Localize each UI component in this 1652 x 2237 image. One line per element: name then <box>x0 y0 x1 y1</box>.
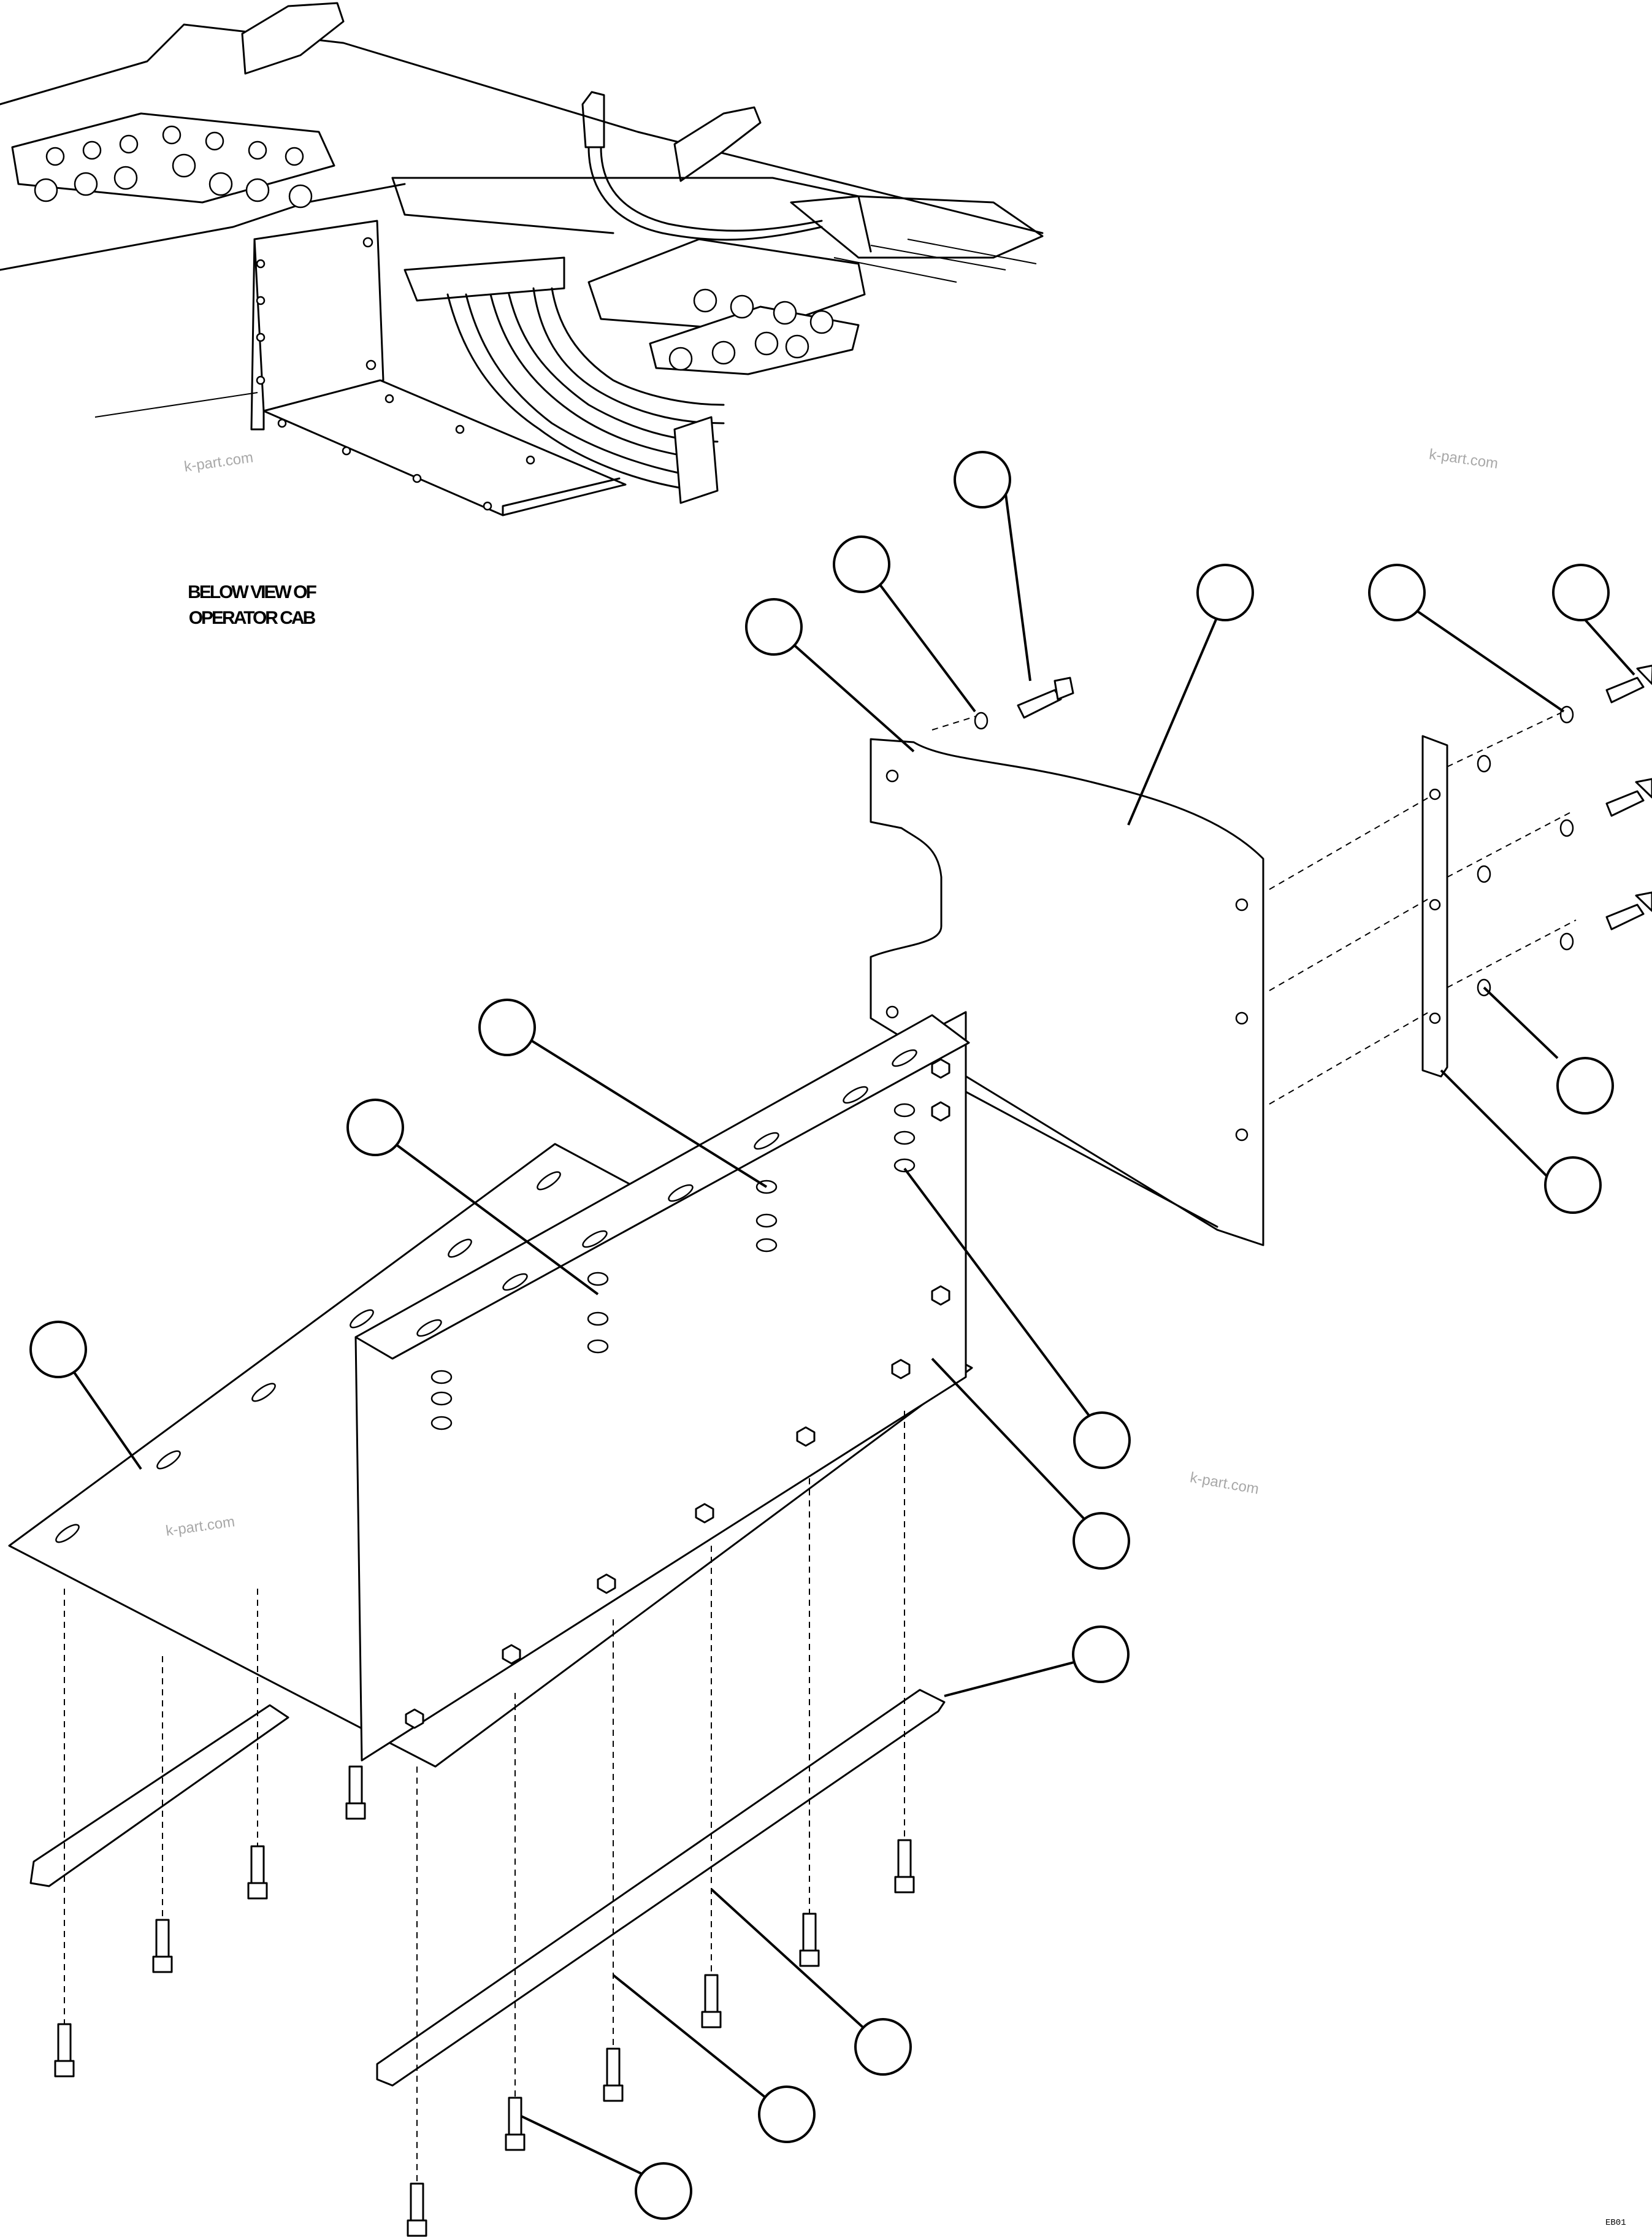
callout-bubble <box>1552 564 1610 621</box>
callout-bubble <box>1544 1156 1602 1214</box>
slots <box>55 1049 917 1543</box>
wall-nuts <box>405 1058 950 1729</box>
callout-bubble <box>1368 564 1426 621</box>
washer-stacks <box>430 1103 916 1430</box>
operator-cab-below-view <box>0 2 1044 516</box>
callout-bubble <box>635 2162 692 2220</box>
view-caption: BELOW VIEW OF OPERATOR CAB <box>141 580 362 631</box>
flange-bolts-right <box>668 288 834 371</box>
callout-bubble <box>478 999 536 1056</box>
drawing-code: EB01 <box>1605 2218 1626 2228</box>
flange-bolts-left <box>34 125 313 209</box>
callout-bubble <box>833 535 890 593</box>
callout-bubble <box>854 2018 912 2076</box>
view-caption-line-2: OPERATOR CAB <box>188 608 316 628</box>
side-panel <box>870 738 1264 1246</box>
mounting-pan-assembly <box>8 1011 973 2237</box>
callout-bubble <box>1196 564 1254 621</box>
callout-bubble <box>745 598 803 656</box>
callout-bubble <box>758 2085 816 2143</box>
side-panel-assembly <box>870 664 1652 1246</box>
callout-bubble <box>954 451 1011 508</box>
callout-bubble <box>1072 1625 1130 1683</box>
vertical-wall <box>354 1011 967 1762</box>
bottom-bolts <box>54 1765 915 2237</box>
top-flange <box>354 1014 970 1360</box>
view-caption-line-1: BELOW VIEW OF <box>188 582 317 602</box>
bottom-strip-left <box>29 1704 289 1887</box>
callout-bubble <box>1556 1057 1614 1115</box>
side-hardware <box>974 664 1652 997</box>
bottom-strip-right <box>376 1689 946 2087</box>
callout-bubble <box>1073 1512 1130 1570</box>
callout-leaders <box>57 493 1635 2185</box>
wire-harness <box>403 256 725 504</box>
callout-bubble <box>346 1099 404 1156</box>
callout-bubbles <box>29 451 1614 2220</box>
callout-bubble <box>29 1321 87 1378</box>
callout-bubble <box>1073 1411 1131 1469</box>
